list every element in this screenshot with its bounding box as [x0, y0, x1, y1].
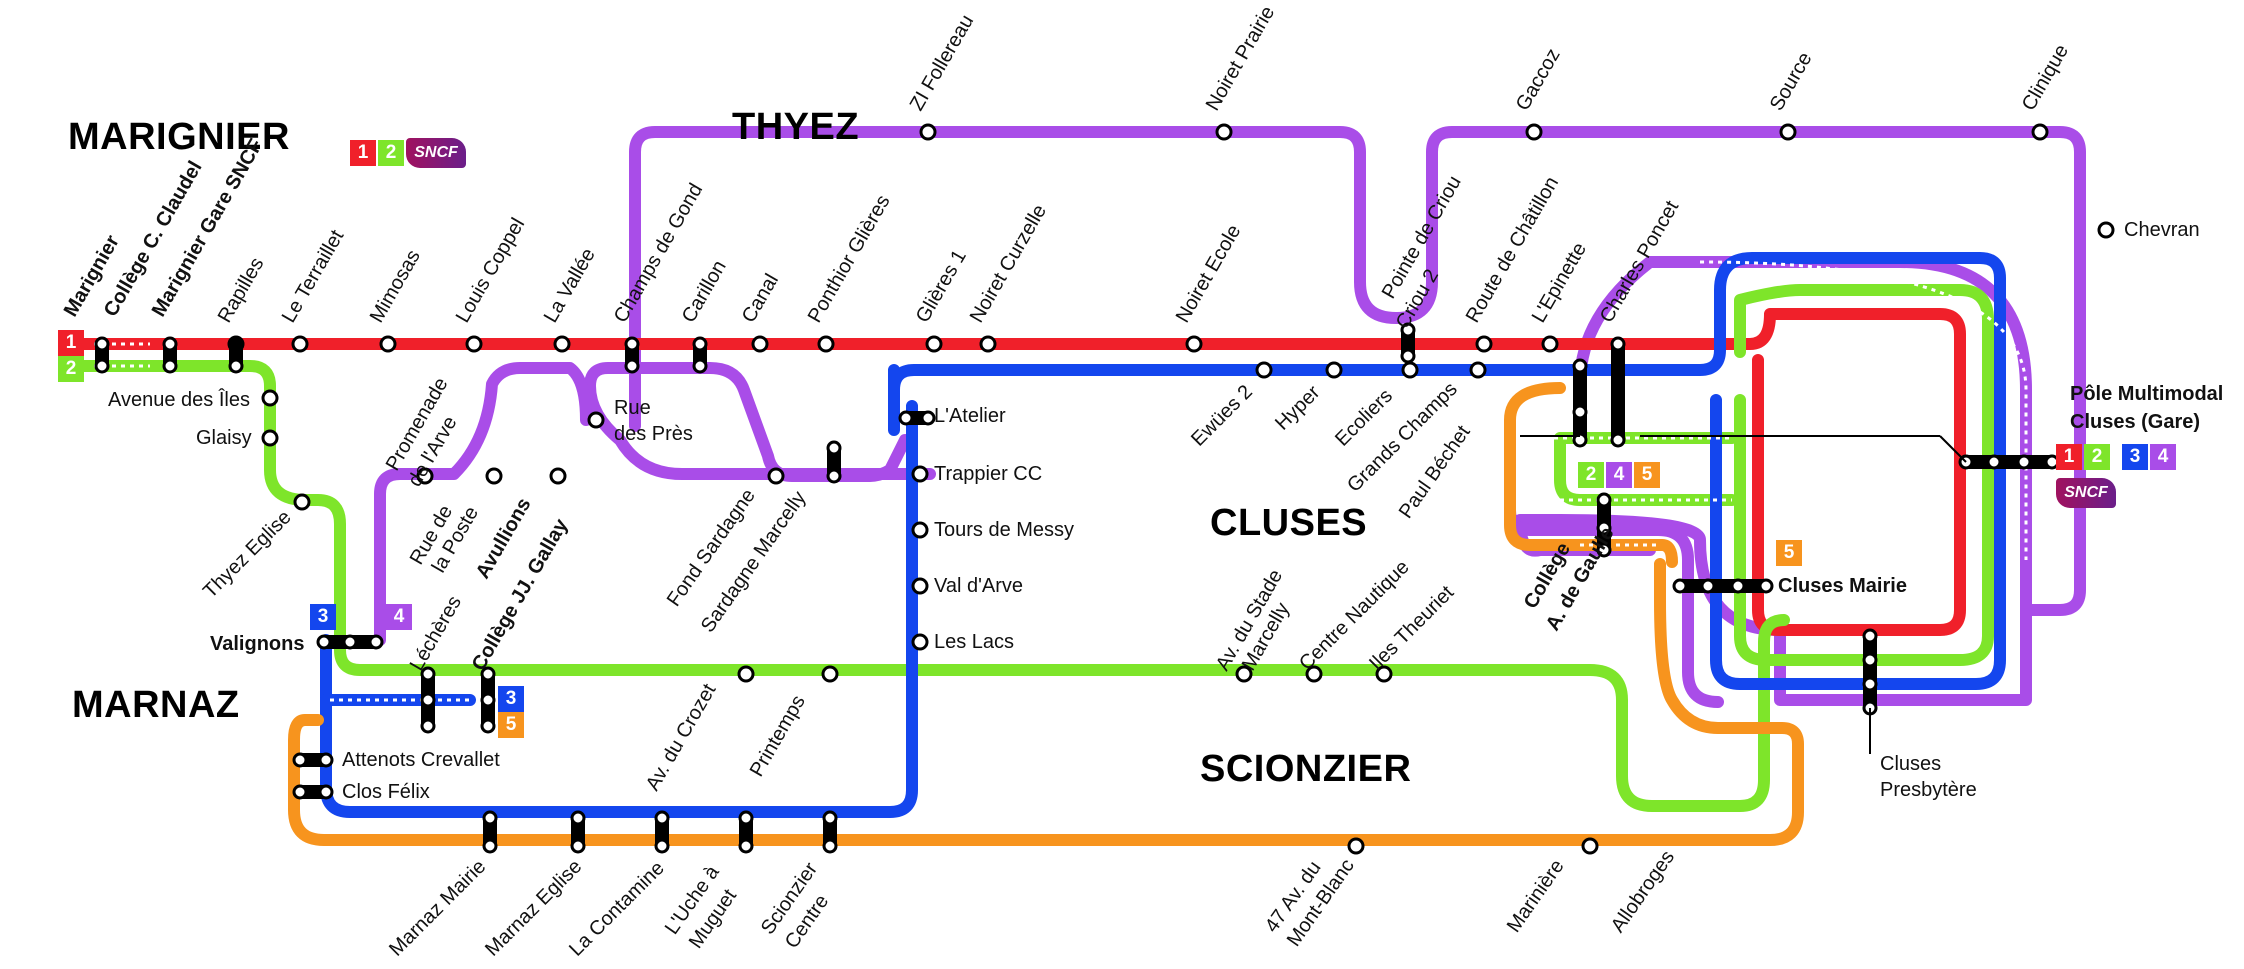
line-5-main [288, 558, 1804, 846]
station-glaisy: Glaisy [196, 427, 252, 449]
badge-line-4-pole: 4 [2150, 444, 2176, 470]
line-3-main [888, 252, 2006, 690]
station-les-lacs: Les Lacs [934, 631, 1015, 653]
badge-line-3-pole: 3 [2122, 444, 2148, 470]
badge-line-3-valignons: 3 [310, 604, 336, 630]
station-valignons: Valignons [210, 633, 305, 655]
badge-line-5-mairie: 5 [1776, 540, 1802, 566]
station-trappier: Trappier CC [934, 463, 1043, 485]
badge-line-5-gallay: 5 [498, 712, 524, 738]
station-cluses-mairie: Cluses Mairie [1778, 575, 1907, 597]
line-2-main [66, 360, 1790, 812]
town-marignier: MARIGNIER [68, 116, 290, 158]
line-4-marnaz [374, 362, 592, 646]
town-cluses: CLUSES [1210, 502, 1368, 544]
badge-line-2-gaulle: 2 [1578, 462, 1604, 488]
line-4-west [584, 362, 936, 482]
station-cluses-presbytere-2: Presbytère [1880, 779, 1977, 801]
line-2-loop [1734, 284, 1994, 666]
station-pole-1: Pôle Multimodal [2070, 383, 2224, 405]
badge-line-4-valignons: 4 [386, 604, 412, 630]
town-thyez: THYEZ [732, 106, 860, 148]
station-latelier: L'Atelier [934, 405, 1006, 427]
badge-line-2: 2 [378, 140, 404, 166]
badge-line-3-gallay: 3 [498, 686, 524, 712]
badge-line-1-start: 1 [58, 330, 84, 356]
badge-line-1: 1 [350, 140, 376, 166]
station-rue-pres-2: des Près [614, 423, 693, 445]
line-5-cluses [1504, 382, 1678, 568]
line-4-loop [629, 126, 2086, 616]
station-pole-2: Cluses (Gare) [2070, 411, 2201, 433]
badge-line-5-gaulle: 5 [1634, 462, 1660, 488]
station-attenots: Attenots Crevallet [342, 749, 500, 771]
badge-line-1-pole: 1 [2056, 444, 2082, 470]
badge-line-2-pole: 2 [2084, 444, 2110, 470]
station-val-arve: Val d'Arve [934, 575, 1024, 597]
station-cluses-presbytere-1: Cluses [1880, 753, 1942, 775]
town-scionzier: SCIONZIER [1200, 748, 1412, 790]
station-rue-pres-1: Rue [614, 397, 651, 419]
station-chevran: Chevran [2124, 219, 2200, 241]
badge-line-2-start: 2 [58, 356, 84, 382]
sncf-logo: SNCF [406, 138, 466, 168]
station-avenue-des-iles: Avenue des Îles [108, 389, 250, 411]
badge-line-4-gaulle: 4 [1606, 462, 1632, 488]
station-clos-felix: Clos Félix [342, 781, 430, 803]
sncf-logo-pole: SNCF [2056, 478, 2116, 508]
station-tours-messy: Tours de Messy [934, 519, 1075, 541]
town-marnaz: MARNAZ [72, 684, 240, 726]
